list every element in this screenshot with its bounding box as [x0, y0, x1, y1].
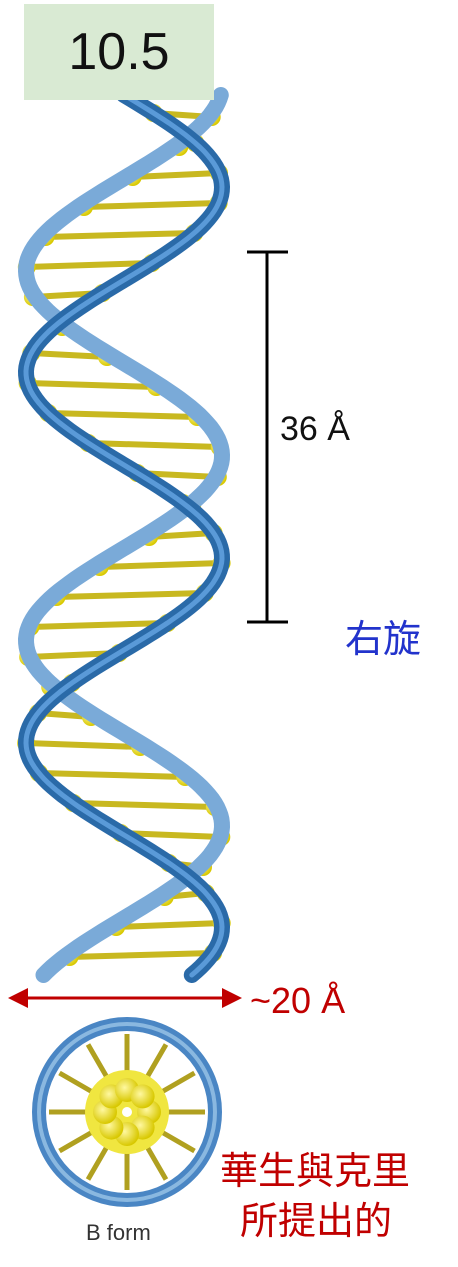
- dna-cross-section: [39, 1024, 215, 1200]
- pitch-label: 36 Å: [280, 410, 350, 449]
- base-pair: [48, 413, 197, 417]
- helix-width-label: ~20 Å: [250, 980, 345, 1022]
- cross-section-spoke: [147, 1045, 166, 1078]
- right-handed-label: 右旋: [345, 608, 421, 663]
- cross-section-spoke: [88, 1147, 107, 1180]
- credit-line-2: 所提出的: [240, 1190, 392, 1245]
- base-pair: [100, 563, 222, 567]
- cross-section-spoke: [162, 1073, 195, 1092]
- cross-section-spoke: [162, 1132, 195, 1151]
- b-form-caption: B form: [86, 1220, 151, 1246]
- figure-number-badge: 10.5: [24, 4, 214, 100]
- base-pair: [116, 923, 222, 927]
- width-arrow: [8, 988, 242, 1008]
- core-base: [131, 1084, 155, 1108]
- cross-section-spoke: [88, 1045, 107, 1078]
- base-pair: [28, 383, 157, 387]
- base-pair: [39, 773, 185, 777]
- base-pair: [70, 953, 214, 957]
- base-pair: [73, 803, 215, 807]
- base-pair: [46, 233, 195, 237]
- base-pair: [84, 203, 219, 207]
- cross-section-spoke: [60, 1132, 93, 1151]
- base-pair: [26, 743, 140, 747]
- credit-line-1: 華生與克里: [220, 1140, 410, 1195]
- base-pair: [30, 623, 167, 627]
- cross-section-spoke: [147, 1147, 166, 1180]
- cross-section-spoke: [60, 1073, 93, 1092]
- base-pair: [57, 593, 205, 597]
